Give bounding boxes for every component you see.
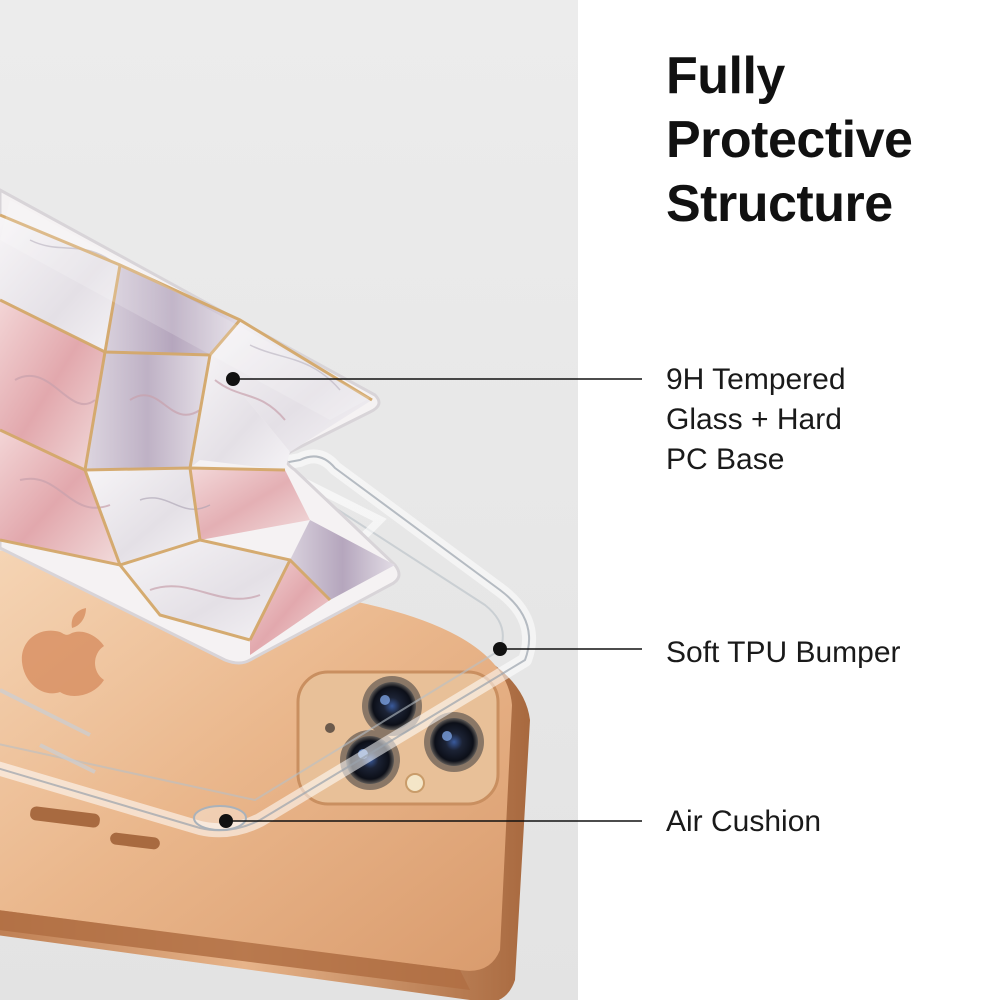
- marble-glass-back: [0, 188, 401, 665]
- apple-logo-icon: [21, 608, 104, 696]
- product-photo: [0, 0, 578, 1000]
- callout-glass-line-3: PC Base: [666, 443, 785, 476]
- callout-label-bumper: Soft TPU Bumper: [666, 633, 901, 673]
- headline-line-3: Structure: [666, 175, 893, 233]
- callout-air-cushion-line-1: Air Cushion: [666, 805, 822, 838]
- headline: Fully Protective Structure: [666, 44, 986, 236]
- callout-label-glass: 9H Tempered Glass + Hard PC Base: [666, 360, 846, 480]
- callout-bumper-line-1: Soft TPU Bumper: [666, 636, 901, 669]
- camera-lens-icon: [362, 676, 422, 736]
- headline-line-1: Fully: [666, 47, 785, 105]
- headline-line-2: Protective: [666, 111, 913, 169]
- camera-lens-icon: [424, 712, 484, 772]
- callout-label-air-cushion: Air Cushion: [666, 802, 821, 842]
- callout-glass-line-1: 9H Tempered: [666, 363, 846, 396]
- phone-case-exploded-view: [0, 0, 578, 1000]
- callout-glass-line-2: Glass + Hard: [666, 403, 842, 436]
- clear-tpu-bumper: [0, 449, 537, 838]
